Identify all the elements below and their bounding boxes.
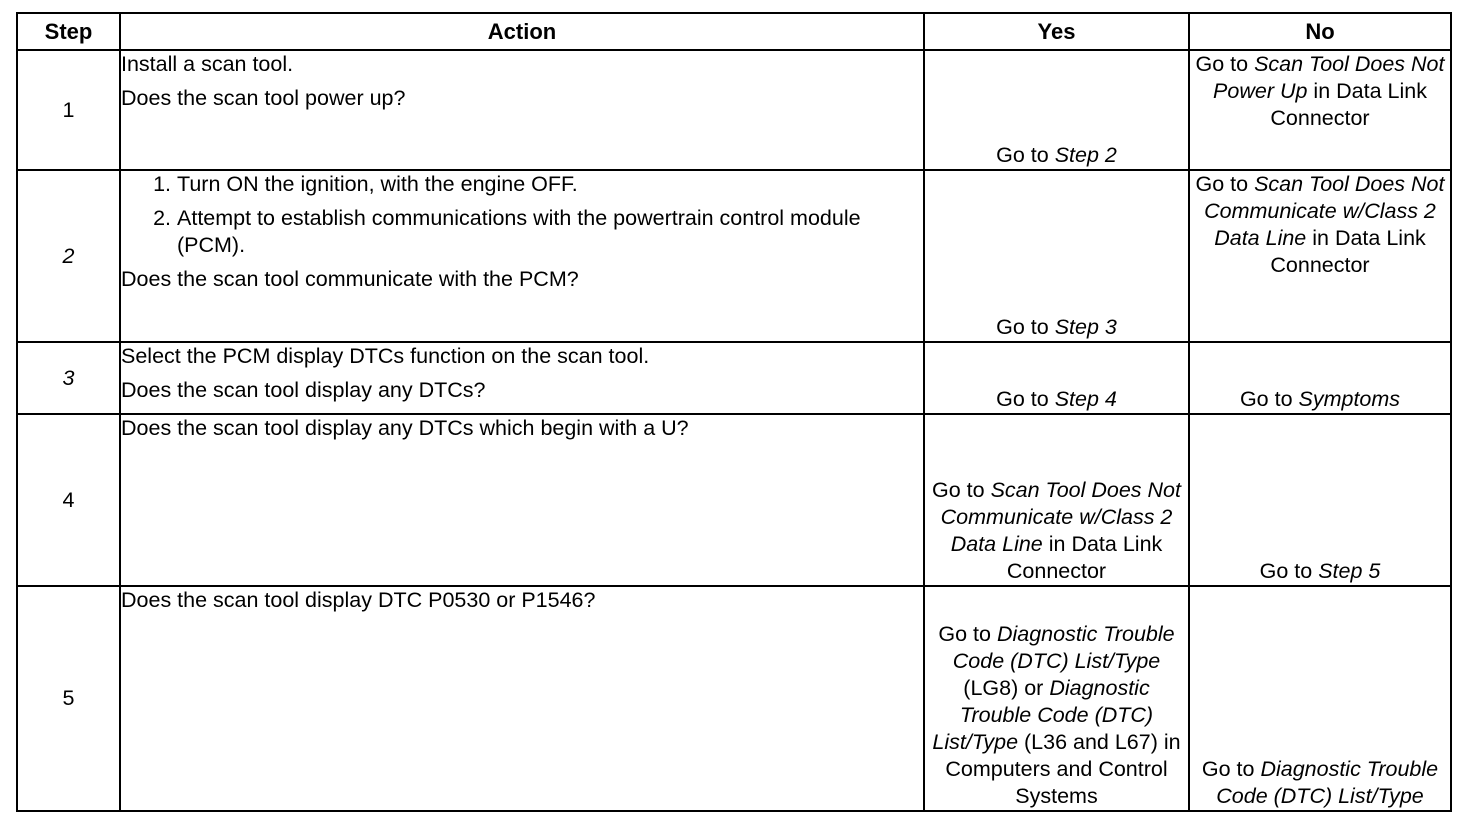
action-list-item: Attempt to establish communications with… xyxy=(177,205,923,259)
action-question: Does the scan tool display DTC P0530 or … xyxy=(121,588,596,612)
yes-prefix: Go to xyxy=(932,478,991,502)
header-row: Step Action Yes No xyxy=(16,12,1452,51)
step-number: 2 xyxy=(16,169,121,343)
no-reference-link[interactable]: Symptoms xyxy=(1298,387,1401,411)
header-step: Step xyxy=(16,12,121,51)
step-number: 4 xyxy=(16,413,121,587)
action-text: Install a scan tool. xyxy=(121,52,294,76)
step-number: 5 xyxy=(16,585,121,812)
action-cell: Install a scan tool. Does the scan tool … xyxy=(119,49,925,171)
no-prefix: Go to xyxy=(1195,172,1255,196)
yes-reference-link-lg8[interactable]: Diagnostic Trouble Code (DTC) List/Type xyxy=(952,622,1175,673)
action-cell: Turn ON the ignition, with the engine OF… xyxy=(119,169,925,343)
table-row: 5 Does the scan tool display DTC P0530 o… xyxy=(16,585,1452,812)
table-row: 2 Turn ON the ignition, with the engine … xyxy=(16,169,1452,343)
yes-cell: Go to Scan Tool Does Not Communicate w/C… xyxy=(923,413,1190,587)
yes-step-link[interactable]: Step 4 xyxy=(1054,387,1117,411)
step-number: 3 xyxy=(16,341,121,415)
action-cell: Does the scan tool display DTC P0530 or … xyxy=(119,585,925,812)
diagnostic-table-container: Step Action Yes No 1 Install a scan tool… xyxy=(16,12,1452,812)
no-reference-link[interactable]: Scan Tool Does Not Power Up xyxy=(1213,52,1445,103)
diagnostic-table: Step Action Yes No 1 Install a scan tool… xyxy=(16,12,1452,812)
action-question: Does the scan tool display any DTCs? xyxy=(121,378,486,402)
yes-prefix: Go to xyxy=(938,622,997,646)
no-reference-link[interactable]: Diagnostic Trouble Code (DTC) List/Type xyxy=(1216,757,1439,808)
action-cell: Does the scan tool display any DTCs whic… xyxy=(119,413,925,587)
no-prefix: Go to xyxy=(1195,52,1255,76)
no-cell: Go to Scan Tool Does Not Power Up in Dat… xyxy=(1188,49,1452,171)
no-suffix: in Data Link Connector xyxy=(1270,226,1426,277)
yes-prefix: Go to xyxy=(996,387,1055,411)
yes-step-link[interactable]: Step 3 xyxy=(1054,315,1117,339)
no-reference-link[interactable]: Scan Tool Does Not Communicate w/Class 2… xyxy=(1204,172,1445,250)
yes-cell: Go to Step 4 xyxy=(923,341,1190,415)
yes-step-link[interactable]: Step 2 xyxy=(1054,143,1117,167)
action-question: Does the scan tool display any DTCs whic… xyxy=(121,416,689,440)
yes-cell: Go to Step 2 xyxy=(923,49,1190,171)
action-steps-list: Turn ON the ignition, with the engine OF… xyxy=(121,171,923,259)
table-row: 4 Does the scan tool display any DTCs wh… xyxy=(16,413,1452,587)
yes-cell: Go to Diagnostic Trouble Code (DTC) List… xyxy=(923,585,1190,812)
yes-cell: Go to Step 3 xyxy=(923,169,1190,343)
header-no: No xyxy=(1188,12,1452,51)
table-row: 3 Select the PCM display DTCs function o… xyxy=(16,341,1452,415)
action-question: Does the scan tool power up? xyxy=(121,86,406,110)
yes-suffix: (L36 and L67) in Computers and Control S… xyxy=(945,730,1181,808)
action-question: Does the scan tool communicate with the … xyxy=(121,267,579,291)
action-text: Select the PCM display DTCs function on … xyxy=(121,344,650,368)
yes-reference-link-l36[interactable]: Diagnostic Trouble Code (DTC) List/Type xyxy=(932,676,1154,754)
step-number: 1 xyxy=(16,49,121,171)
yes-prefix: Go to xyxy=(996,315,1055,339)
yes-suffix: in Data Link Connector xyxy=(1006,532,1163,583)
action-list-item: Turn ON the ignition, with the engine OF… xyxy=(177,171,923,198)
yes-mid: (LG8) or xyxy=(963,676,1050,700)
yes-prefix: Go to xyxy=(996,143,1055,167)
header-yes: Yes xyxy=(923,12,1190,51)
no-prefix: Go to xyxy=(1201,757,1261,781)
yes-reference-link[interactable]: Scan Tool Does Not Communicate w/Class 2… xyxy=(940,478,1181,556)
no-cell: Go to Step 5 xyxy=(1188,413,1452,587)
no-suffix: in Data Link Connector xyxy=(1270,79,1427,130)
no-cell: Go to Symptoms xyxy=(1188,341,1452,415)
no-prefix: Go to xyxy=(1259,559,1319,583)
no-cell: Go to Diagnostic Trouble Code (DTC) List… xyxy=(1188,585,1452,812)
action-cell: Select the PCM display DTCs function on … xyxy=(119,341,925,415)
no-cell: Go to Scan Tool Does Not Communicate w/C… xyxy=(1188,169,1452,343)
no-prefix: Go to xyxy=(1239,387,1299,411)
header-action: Action xyxy=(119,12,925,51)
table-row: 1 Install a scan tool. Does the scan too… xyxy=(16,49,1452,171)
no-step-link[interactable]: Step 5 xyxy=(1318,559,1381,583)
